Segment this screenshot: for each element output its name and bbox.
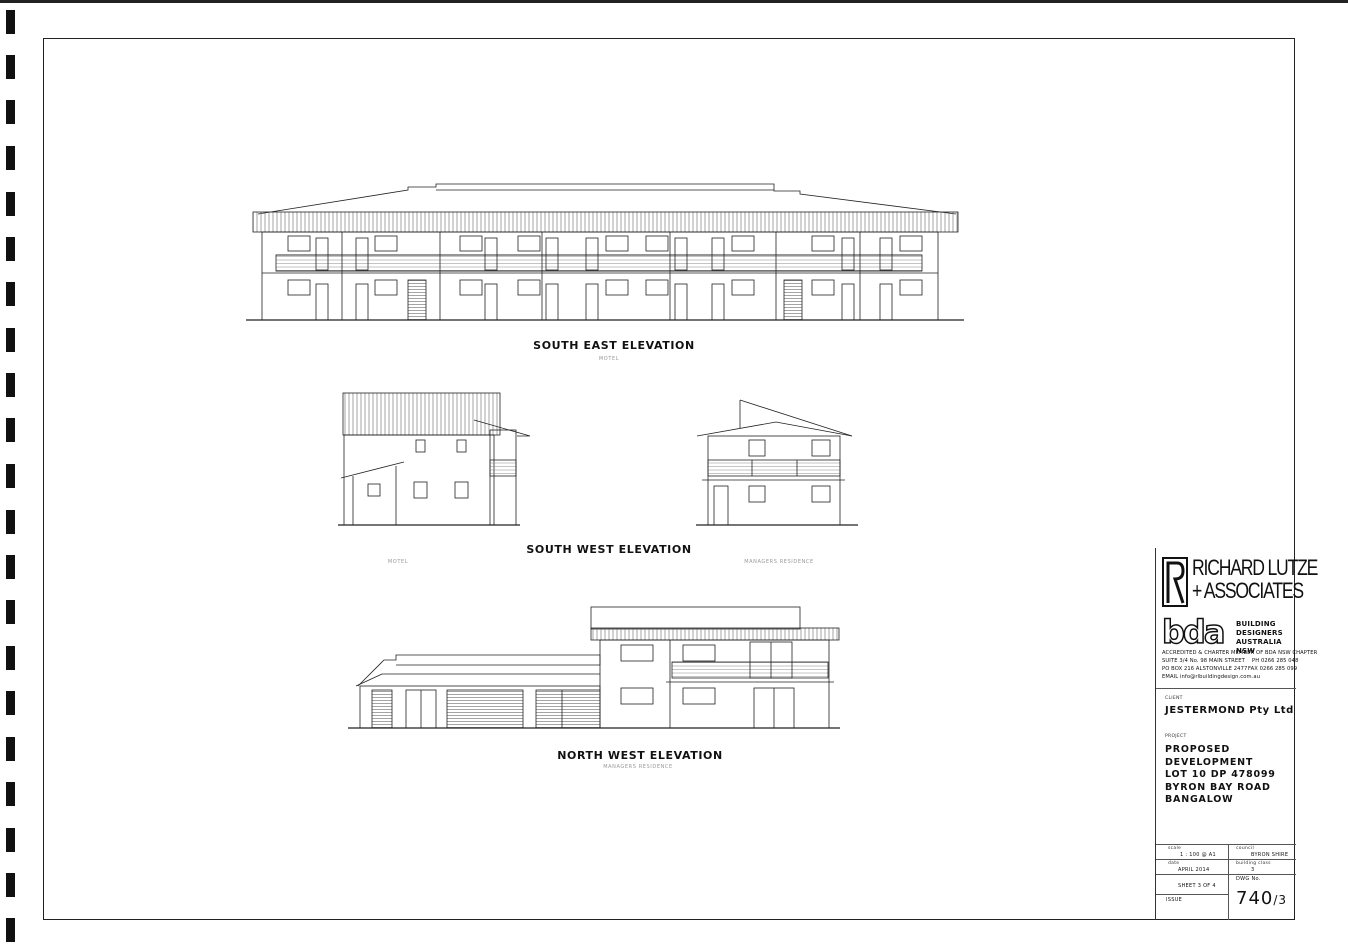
punch-mark	[6, 282, 15, 306]
punch-mark	[6, 192, 15, 216]
drawing-revision: /3	[1273, 893, 1288, 907]
council-label: council	[1236, 846, 1255, 851]
punch-mark	[6, 100, 15, 124]
title-block-divider	[1156, 859, 1296, 860]
title-block-divider	[1156, 874, 1296, 875]
punch-mark	[6, 146, 15, 170]
drawing-sheet-border	[43, 38, 1295, 920]
date-label: date	[1168, 861, 1180, 866]
accreditation-text: ACCREDITED & CHARTER MEMBER OF BDA NSW C…	[1162, 650, 1318, 656]
project-line: BANGALOW	[1165, 794, 1234, 805]
bda-name-line2: DESIGNERS	[1236, 629, 1283, 637]
project-label: PROJECT	[1165, 734, 1187, 739]
project-line: LOT 10 DP 478099	[1165, 769, 1276, 780]
punch-mark	[6, 828, 15, 852]
scale-value: 1 : 100 @ A1	[1180, 852, 1216, 858]
date-value: APRIL 2014	[1178, 867, 1210, 873]
project-line: PROPOSED DEVELOPMENT	[1165, 744, 1254, 768]
punch-mark	[6, 418, 15, 442]
north-west-elevation	[348, 606, 840, 729]
firm-name-line1: RICHARD LUTZE	[1192, 555, 1318, 580]
client-label: CLIENT	[1165, 696, 1183, 701]
address-line1: SUITE 3/4 No. 98 MAIN STREET	[1162, 658, 1245, 664]
building-class-label: building class	[1236, 861, 1271, 866]
punch-mark	[6, 464, 15, 488]
bda-name-line1: BUILDING	[1236, 620, 1276, 628]
punch-mark	[6, 10, 15, 34]
punch-mark	[6, 691, 15, 715]
bda-name: BUILDING DESIGNERS AUSTRALIA NSW	[1236, 620, 1295, 656]
email-address: EMAIL info@rlbuildingdesign.com.au	[1162, 674, 1261, 680]
punch-mark	[6, 55, 15, 79]
drawing-number-main: 740	[1236, 888, 1274, 909]
drawing-number: 740/3	[1236, 888, 1287, 909]
south-east-elevation-note: MOTEL	[599, 356, 619, 362]
punch-mark	[6, 646, 15, 670]
south-west-elevation	[338, 392, 858, 526]
title-block-divider	[1156, 844, 1296, 845]
dwg-no-label: DWG No.	[1236, 876, 1261, 882]
project-description: PROPOSED DEVELOPMENT LOT 10 DP 478099 BY…	[1165, 744, 1295, 807]
bda-name-line3: AUSTRALIA NSW	[1236, 638, 1282, 655]
north-west-elevation-title: NORTH WEST ELEVATION	[557, 749, 723, 762]
firm-name-line2: + ASSOCIATES	[1192, 578, 1304, 603]
title-block-divider	[1156, 688, 1296, 689]
punch-mark	[6, 873, 15, 897]
firm-logo-r-mark	[1162, 557, 1188, 607]
project-line: BYRON BAY ROAD	[1165, 781, 1271, 793]
punch-mark	[6, 555, 15, 579]
issue-label: ISSUE	[1166, 897, 1183, 903]
scale-label: scale	[1168, 846, 1182, 851]
fax-number: FAX 0266 285 099	[1248, 666, 1298, 672]
punch-mark	[6, 918, 15, 942]
title-block-divider	[1228, 844, 1229, 920]
bda-logo: bda	[1161, 613, 1226, 651]
building-class-value: 3	[1251, 867, 1255, 873]
firm-name: RICHARD LUTZE + ASSOCIATES	[1192, 555, 1318, 603]
punch-mark	[6, 510, 15, 534]
south-west-elevation-note-motel: MOTEL	[388, 559, 408, 565]
punch-mark	[6, 373, 15, 397]
north-west-elevation-note: MANAGERS RESIDENCE	[603, 764, 673, 770]
punch-mark	[6, 237, 15, 261]
south-east-elevation-title: SOUTH EAST ELEVATION	[533, 339, 695, 352]
south-west-elevation-title: SOUTH WEST ELEVATION	[526, 543, 691, 556]
punch-mark	[6, 782, 15, 806]
south-east-elevation	[246, 183, 964, 321]
title-block-divider	[1156, 894, 1228, 895]
address-line2: PO BOX 216 ALSTONVILLE 2477	[1162, 666, 1248, 672]
sheet-number: SHEET 3 OF 4	[1178, 883, 1216, 889]
punch-mark	[6, 328, 15, 352]
council-value: BYRON SHIRE	[1251, 852, 1289, 858]
top-edge-rule	[0, 0, 1348, 3]
client-name: JESTERMOND Pty Ltd	[1165, 705, 1294, 716]
punch-mark	[6, 600, 15, 624]
punch-mark	[6, 737, 15, 761]
phone-number: PH 0266 285 048	[1252, 658, 1299, 664]
south-west-elevation-note-managers: MANAGERS RESIDENCE	[744, 559, 814, 565]
title-block: RICHARD LUTZE + ASSOCIATES bda BUILDING …	[1155, 548, 1318, 920]
